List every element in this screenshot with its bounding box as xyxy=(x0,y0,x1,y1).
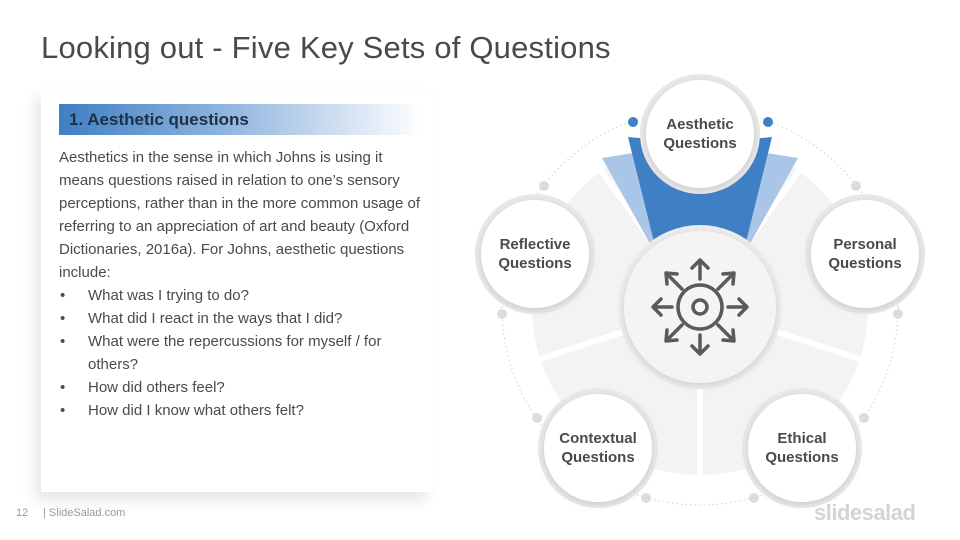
body-text: Aesthetics in the sense in which Johns i… xyxy=(59,146,429,422)
ring-dots xyxy=(497,181,903,503)
bullet-item: What did I react in the ways that I did? xyxy=(59,307,429,330)
accent-dot xyxy=(763,117,773,127)
node-ethical xyxy=(748,394,856,502)
bullet-item: What was I trying to do? xyxy=(59,284,429,307)
node-contextual xyxy=(544,394,652,502)
brand-logo: slidesalad xyxy=(814,500,916,525)
section-heading: 1. Aesthetic questions xyxy=(69,110,249,129)
node-aesthetic xyxy=(646,80,754,188)
accent-dot xyxy=(628,117,638,127)
node-reflective xyxy=(481,200,589,308)
slide-title: Looking out - Five Key Sets of Questions xyxy=(41,30,611,65)
arrows-expand-target-icon xyxy=(651,258,749,356)
page-number: 12 xyxy=(16,507,29,519)
bullet-item: How did others feel? xyxy=(59,376,429,399)
node-circles xyxy=(475,74,925,508)
node-personal xyxy=(811,200,919,308)
footer-site: | SlideSalad.com xyxy=(43,507,126,519)
body-paragraph: Aesthetics in the sense in which Johns i… xyxy=(59,149,421,281)
bullet-item: What were the repercussions for myself /… xyxy=(59,330,429,376)
center-hub xyxy=(624,231,776,383)
bullet-item: How did I know what others felt? xyxy=(59,399,429,422)
bullet-list: What was I trying to do? What did I reac… xyxy=(59,284,429,422)
section-header: 1. Aesthetic questions xyxy=(59,104,423,135)
